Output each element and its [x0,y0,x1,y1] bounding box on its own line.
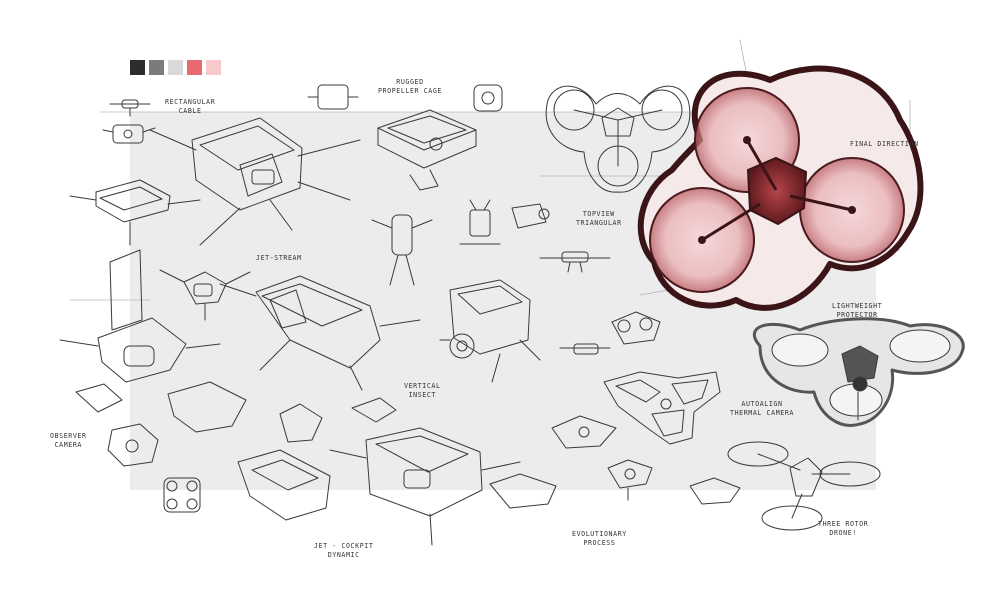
sketch-bottom-left-drones [75,381,247,513]
label-autoalign-thermal-camera: AUTOALIGN THERMAL CAMERA [730,400,794,417]
label-observer-camera: OBSERVER CAMERA [50,432,87,449]
label-rectangular-cable: RECTANGULAR CABLE [165,98,216,115]
color-palette [130,60,221,75]
palette-swatch [168,60,183,75]
sketch-observer-small [102,124,156,144]
sketch-cross-drone [159,269,251,321]
palette-swatch [206,60,221,75]
label-rugged-propeller-cage: RUGGED PROPELLER CAGE [378,78,442,95]
label-jet-stream: JET-STREAM [256,254,302,262]
sketch-tri-arm-small [607,459,653,501]
label-topview-triangular: TOPVIEW TRIANGULAR [576,210,622,227]
label-three-rotor-drone: THREE ROTOR DRONE! [818,520,869,537]
sketch-small-quad [109,99,151,117]
label-final-direction: FINAL DIRECTION [850,140,919,148]
sketch-tall-drone [459,199,550,245]
label-lightweight-protector: LIGHTWEIGHT PROTECTOR [832,302,883,319]
sketch-three-rotor-drone [727,441,881,531]
sketch-autoalign-thermal [603,371,721,445]
label-jet-cockpit-dynamic: JET - COCKPIT DYNAMIC [314,542,374,559]
sketch-mid-bottom-drones [279,397,741,509]
sketch-small-mid-drones [559,311,661,355]
sketch-final-direction [637,65,924,311]
sketch-rugged-cage [307,84,503,191]
label-vertical-insect: VERTICAL INSECT [404,382,441,399]
sketch-vertical-cylinder [371,214,433,286]
label-evolutionary-process: EVOLUTIONARY PROCESS [572,530,627,547]
sketch-flat-drone [539,251,611,273]
sketch-jet-cockpit [237,427,521,546]
sketch-compact-drone [69,179,201,246]
sketch-tower-drone [59,249,221,383]
sketch-lightweight-protector [752,317,965,427]
palette-swatch [149,60,164,75]
palette-swatch [130,60,145,75]
sketch-jet-stream [219,275,421,391]
sketch-vertical-insect [439,279,541,383]
sketch-rectangular-pod [149,117,361,246]
sketch-topview-triangular [545,85,691,193]
sketch-small-x-drone [551,415,617,449]
palette-swatch [187,60,202,75]
